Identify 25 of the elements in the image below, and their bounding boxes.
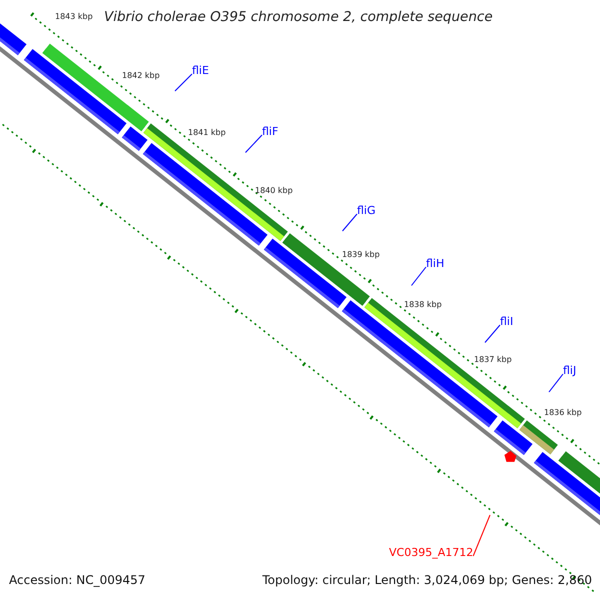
position-label: 1839 kbp: [342, 251, 380, 259]
position-label: 1837 kbp: [474, 356, 512, 364]
gene-label: fliI: [500, 316, 514, 327]
gene-label: fliH: [426, 258, 444, 269]
gene-label: fliE: [192, 65, 209, 76]
position-label: 1842 kbp: [122, 72, 160, 80]
footer-text: Topology: circular; Length: 3,024,069 bp; Genes: 2,860: [262, 574, 592, 586]
gene-label: fliJ: [563, 365, 576, 376]
gene-label: VC0395_A1712: [389, 547, 474, 558]
leader-line: [342, 214, 358, 232]
position-label: 1838 kbp: [404, 301, 442, 309]
position-label: 1840 kbp: [255, 187, 293, 195]
position-label: 1841 kbp: [188, 129, 226, 137]
leader-line: [245, 134, 262, 153]
map-title: Vibrio cholerae O395 chromosome 2, complete sequence: [104, 11, 493, 24]
gene-label: fliF: [262, 126, 278, 137]
gene-label: fliG: [357, 205, 376, 216]
leader-line: [472, 514, 490, 556]
leader-line: [484, 324, 500, 343]
position-label: 1836 kbp: [544, 409, 582, 417]
leader-line: [411, 266, 426, 286]
footer-text: Accession: NC_009457: [9, 574, 146, 586]
leader-line: [548, 374, 564, 392]
position-label: 1843 kbp: [55, 13, 93, 21]
leader-line: [174, 74, 192, 92]
